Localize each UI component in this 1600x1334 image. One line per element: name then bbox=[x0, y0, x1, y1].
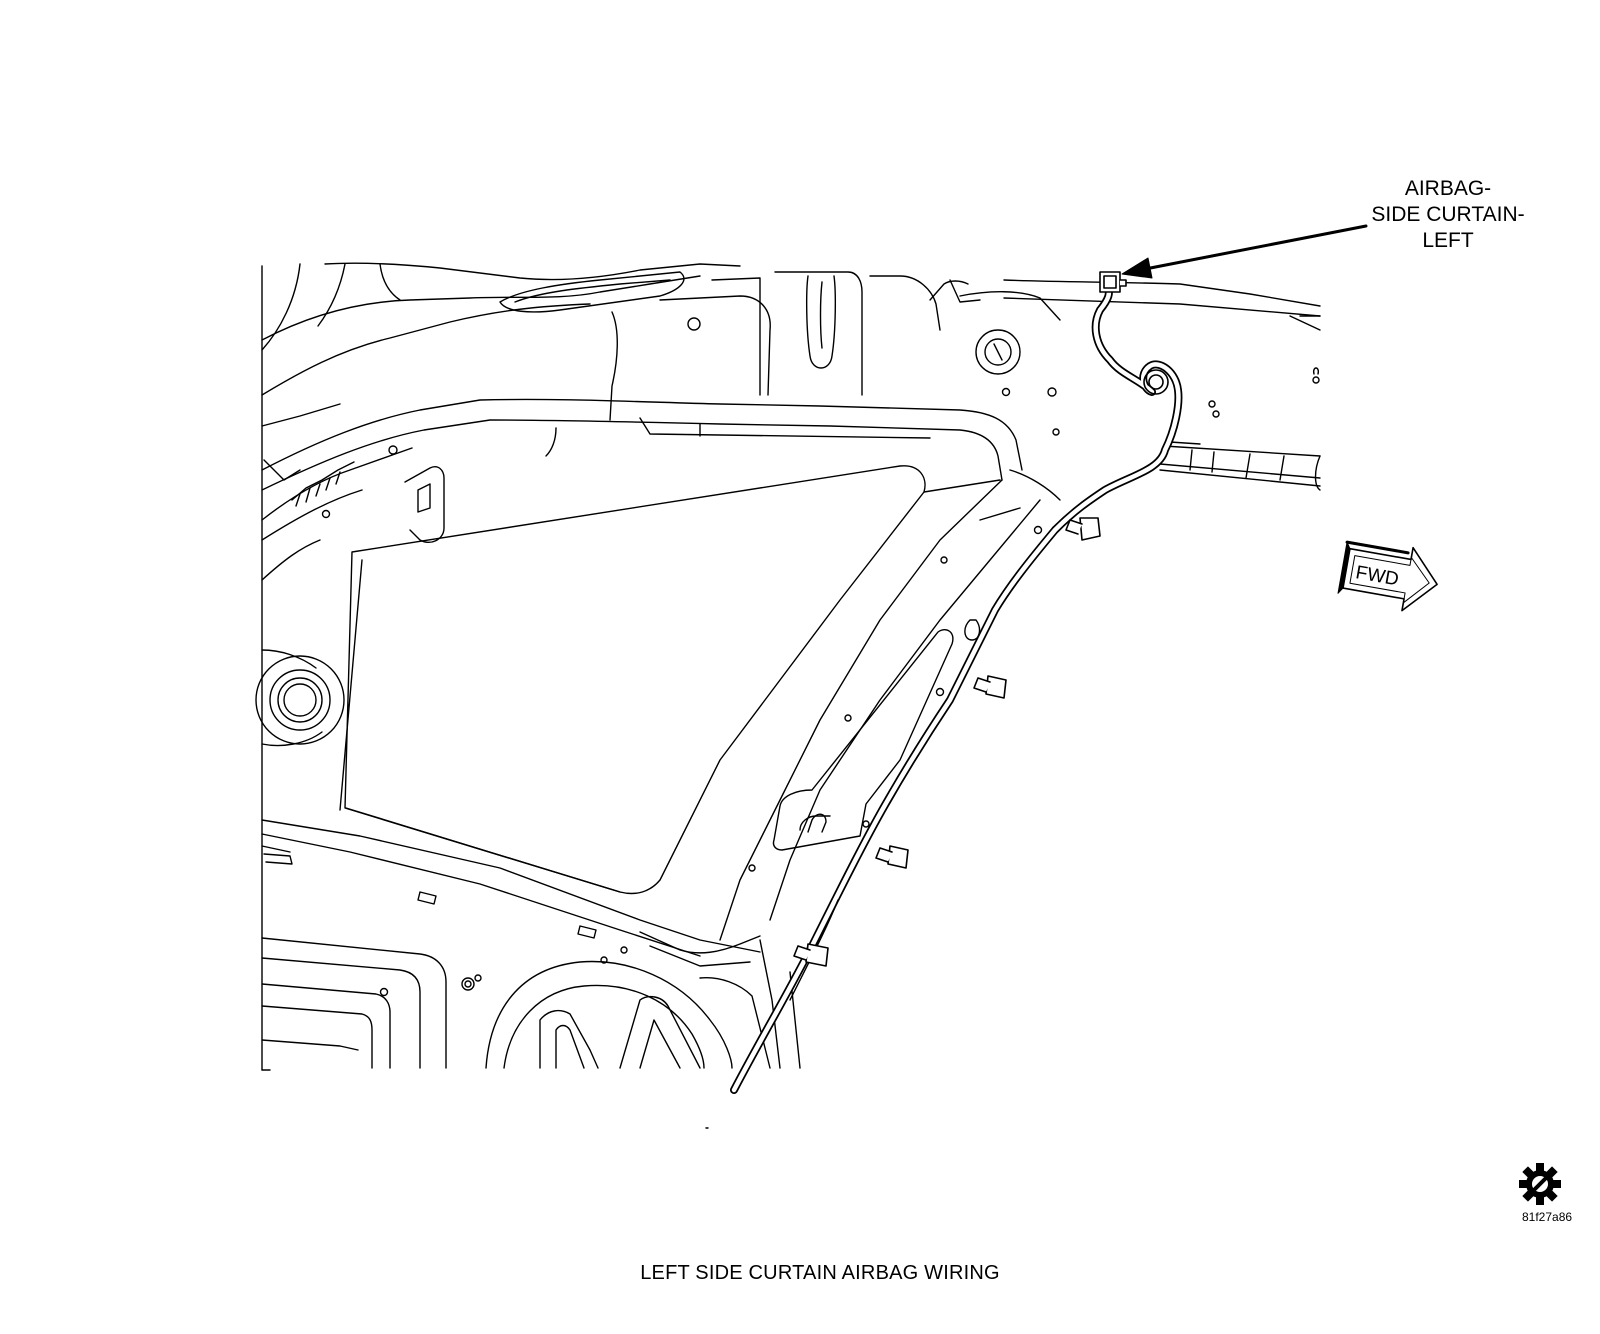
harness-grommet bbox=[1143, 369, 1169, 395]
figure-id: 81f27a86 bbox=[1522, 1210, 1573, 1224]
callout-line-2: SIDE CURTAIN- bbox=[1371, 203, 1525, 226]
callout-line-1: AIRBAG- bbox=[1404, 177, 1492, 200]
harness-clip bbox=[1065, 517, 1101, 541]
callout-leader-arrow bbox=[1121, 224, 1368, 279]
callout-line-3: LEFT bbox=[1422, 229, 1474, 252]
airbag-wiring-harness bbox=[730, 271, 1183, 1094]
figure-caption: LEFT SIDE CURTAIN AIRBAG WIRING bbox=[640, 1262, 1000, 1284]
harness-clip bbox=[875, 845, 909, 869]
forward-arrow-icon: FWD bbox=[1337, 540, 1438, 612]
harness-clip bbox=[793, 943, 829, 967]
gear-icon bbox=[1519, 1163, 1561, 1205]
airbag-connector bbox=[1099, 271, 1127, 293]
harness-clip bbox=[973, 675, 1007, 699]
airbag-side-curtain-left-label: AIRBAG- SIDE CURTAIN- LEFT bbox=[1358, 176, 1538, 254]
vehicle-structure bbox=[255, 262, 1321, 1129]
